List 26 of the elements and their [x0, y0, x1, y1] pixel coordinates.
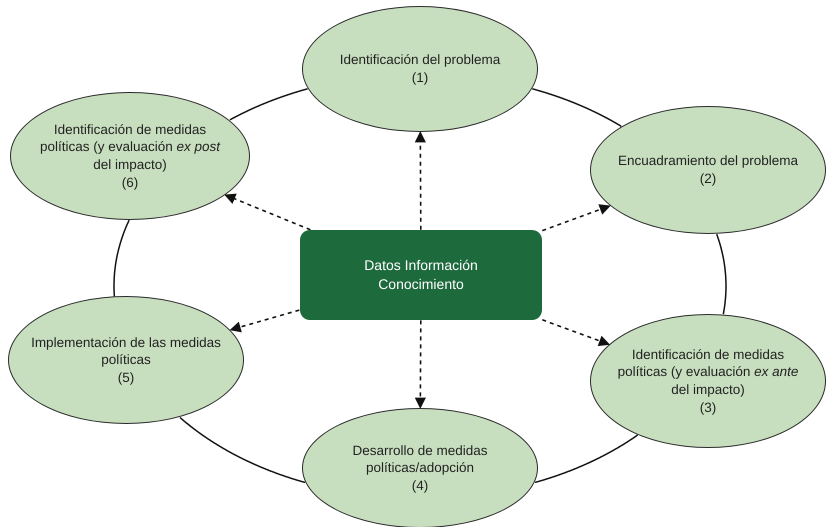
node-text: (6) [122, 174, 138, 192]
arrow [542, 204, 611, 232]
connector-line [230, 88, 308, 120]
node-text: (2) [700, 170, 716, 188]
node-text: (1) [412, 69, 428, 87]
node-text: (3) [700, 398, 716, 416]
connector-line [534, 434, 638, 484]
arrow [224, 194, 311, 231]
node-text: Encuadramiento del problema [618, 152, 798, 170]
central-box [300, 230, 542, 320]
node-text: Identificación de medidas políticas (y evaluación ex post del impacto) [38, 120, 222, 174]
arrow [542, 319, 610, 346]
node-text: Datos Información Conocimiento [363, 256, 479, 294]
node-text: Identificación del problema [340, 51, 500, 69]
connector-line [716, 234, 727, 314]
node-text: Desarrollo de medidas políticas/adopción [351, 442, 489, 477]
arrow [414, 131, 426, 230]
node-text: (4) [412, 476, 428, 494]
connector-line [180, 416, 306, 484]
node-text: Identificación de medidas políticas (y evaluación ex ante del impacto) [616, 346, 800, 399]
node-text: (5) [118, 368, 134, 386]
connector-line [532, 88, 622, 127]
arrow [230, 309, 300, 332]
node-text: Implementación de las medidas políticas [31, 334, 221, 369]
connector-line [113, 220, 130, 297]
arrow [414, 320, 426, 409]
